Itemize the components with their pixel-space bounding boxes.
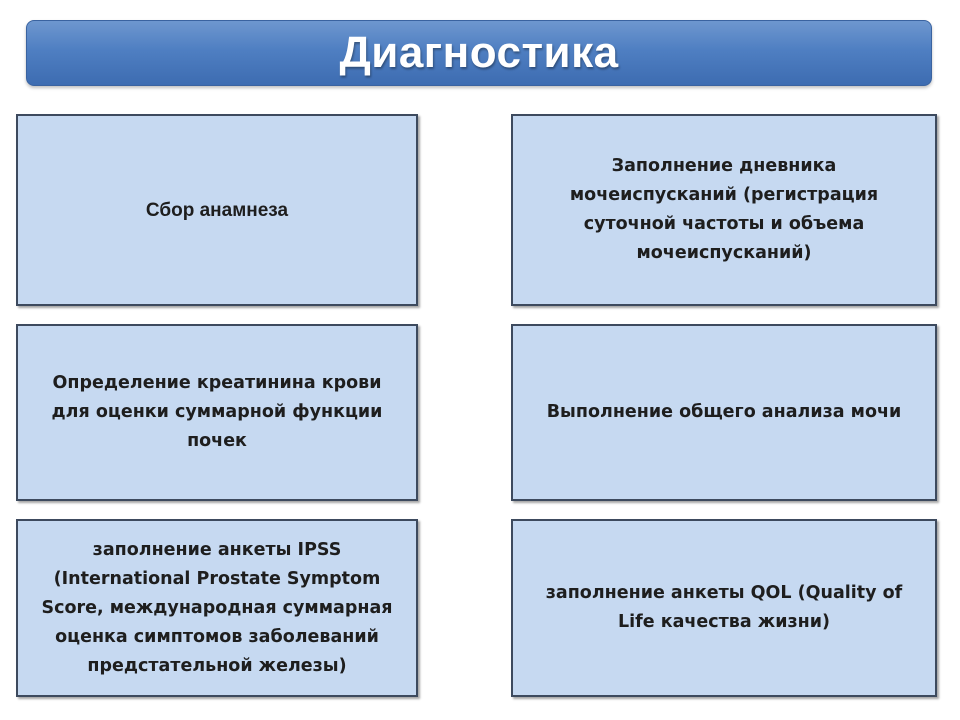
box-creatinine-text: Определение креатинина крови для оценки … <box>51 373 383 451</box>
box-urinalysis: Выполнение общего анализа мочи <box>511 324 937 501</box>
box-voiding-diary-text: Заполнение дневника мочеиспусканий (реги… <box>569 156 879 263</box>
box-ipss: заполнение анкеты IPSS (International Pr… <box>16 519 418 697</box>
box-qol-text: заполнение анкеты QOL (Quality of Life к… <box>545 583 903 632</box>
box-urinalysis-text: Выполнение общего анализа мочи <box>546 402 902 422</box>
box-qol: заполнение анкеты QOL (Quality of Life к… <box>511 519 937 697</box>
slide-title: Диагностика <box>339 28 619 77</box>
title-banner: Диагностика <box>26 20 932 86</box>
box-anamnesis-text: Сбор анамнеза <box>145 199 289 221</box>
box-voiding-diary: Заполнение дневника мочеиспусканий (реги… <box>511 114 937 306</box>
box-anamnesis: Сбор анамнеза <box>16 114 418 306</box>
box-ipss-text: заполнение анкеты IPSS (International Pr… <box>41 539 393 676</box>
box-creatinine: Определение креатинина крови для оценки … <box>16 324 418 501</box>
